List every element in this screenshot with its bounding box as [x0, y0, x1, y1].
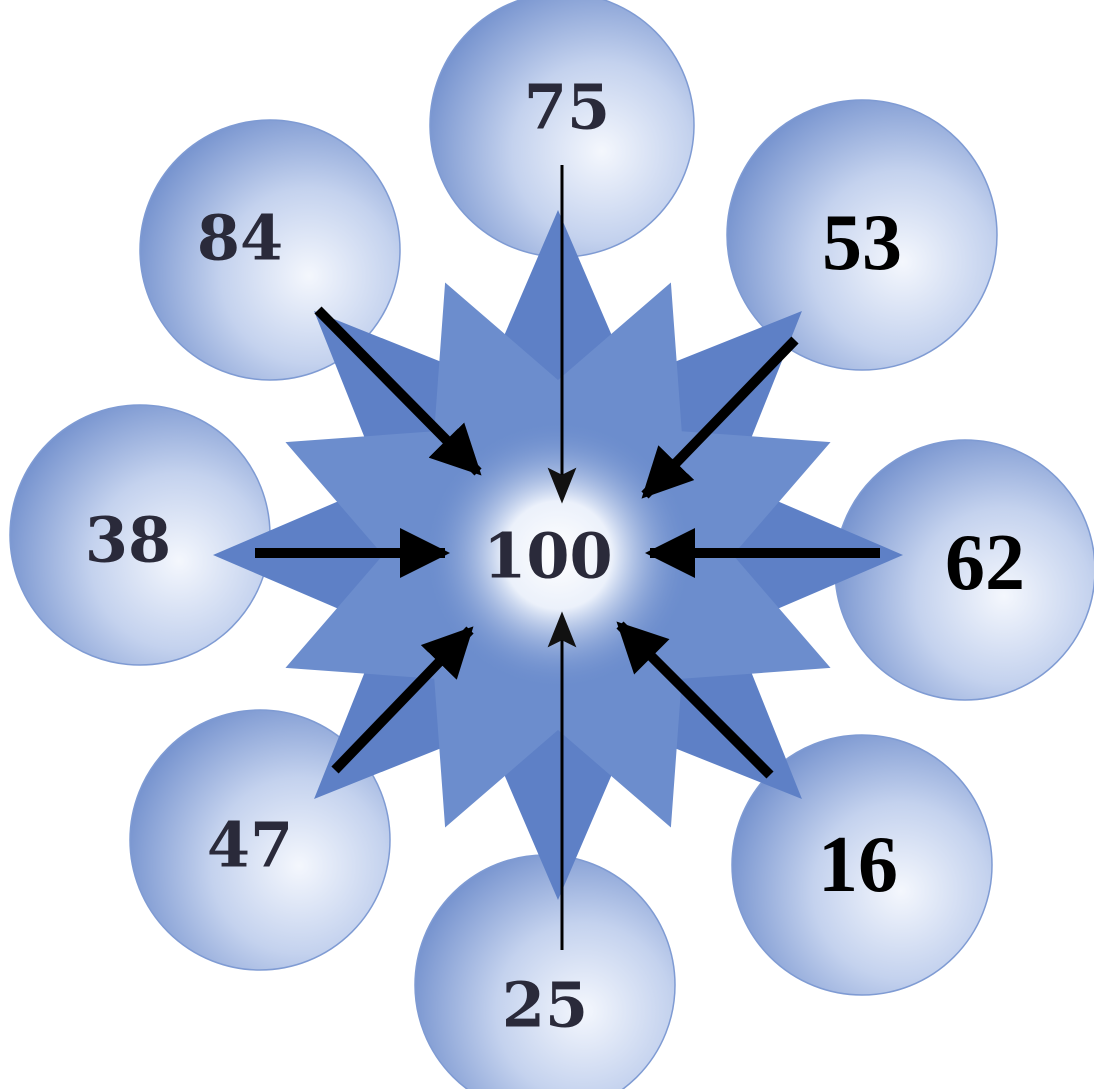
petal-value-left: 38: [85, 504, 171, 577]
center-value: 100: [483, 520, 612, 593]
petal-value-right: 62: [945, 519, 1025, 607]
petal-value-top-left: 84: [197, 202, 283, 275]
petal-value-top-right: 53: [822, 199, 902, 287]
petal-value-bottom: 25: [502, 969, 588, 1042]
petal-value-bottom-left: 47: [207, 809, 293, 882]
petal-value-top: 75: [524, 71, 610, 144]
petal-value-bottom-right: 16: [818, 821, 898, 909]
